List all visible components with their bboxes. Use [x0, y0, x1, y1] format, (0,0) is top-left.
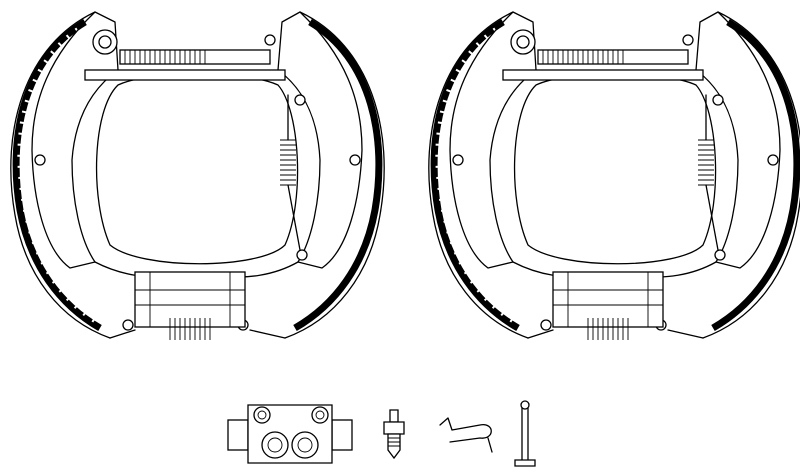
- retaining-clip: [439, 417, 493, 453]
- bleeder-screw: [383, 409, 405, 460]
- wheel-cylinder: [227, 404, 353, 464]
- brake-shoe-assembly-right: [429, 12, 800, 340]
- hold-down-pin: [514, 400, 536, 467]
- brake-shoe-assembly-left: [11, 12, 384, 340]
